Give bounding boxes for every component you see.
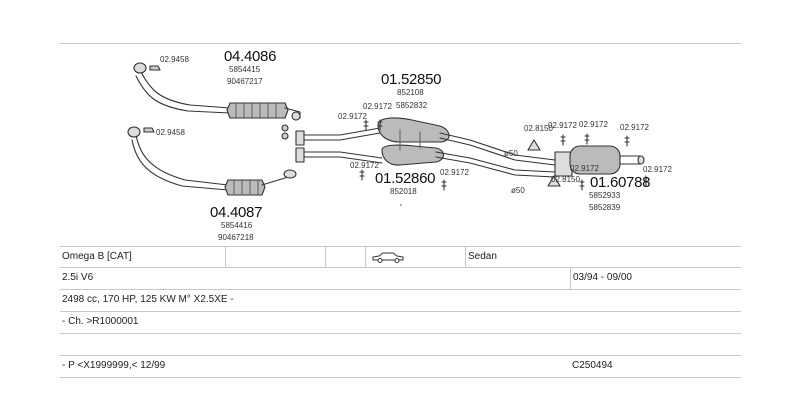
clamp-ref-h: 02.9172 [643, 165, 672, 174]
specs-row: 2498 cc, 170 HP, 125 KW M° X2.5XE - [60, 290, 741, 312]
oem-ref-rear-1: 5852933 [589, 191, 621, 200]
rear-silencer [554, 145, 645, 177]
oem-ref-cat-upper-2: 90467217 [227, 77, 263, 86]
oem-ref-rear-2: 5852839 [589, 203, 621, 212]
catalytic-converter-lower [127, 126, 297, 196]
body-type: Sedan [465, 247, 741, 267]
production-period: 03/94 - 09/00 [570, 268, 741, 289]
oem-ref-middle-2: 5852832 [396, 101, 428, 110]
top-divider [60, 43, 741, 44]
part-number-middle-2: 01.52860 [375, 170, 436, 187]
part-number-middle: 01.52850 [381, 71, 442, 88]
part-number-rear: 01.60788 [590, 174, 651, 191]
pipe-diameter-b: ø50 [511, 186, 525, 195]
oem-ref-cat-lower-2: 90467218 [218, 233, 254, 242]
sedan-car-icon [372, 252, 404, 263]
catalytic-converter-upper [133, 62, 301, 121]
rubber-hangers [527, 139, 561, 187]
pipe-diameter-a: ø50 [504, 149, 518, 158]
hanger-ref-b: 02.8150 [551, 175, 580, 184]
chassis-range: - Ch. >R1000001 [62, 316, 139, 327]
exhaust-diagram: 02.9458 04.4086 5854415 90467217 02.9458… [127, 48, 672, 242]
engine-specs: 2498 cc, 170 HP, 125 KW M° X2.5XE - [62, 294, 234, 305]
clamp-ref-i: 02.9172 [570, 164, 599, 173]
clamp-ref-d: 02.9172 [440, 168, 469, 177]
middle-silencer-lower [295, 129, 556, 178]
chassis-row: - Ch. >R1000001 [60, 312, 741, 334]
oem-ref-cat-lower-1: 5854416 [221, 221, 253, 230]
model-name: Omega B [CAT] [62, 251, 132, 262]
production-range: - P <X1999999,< 12/99 [62, 360, 166, 371]
blank-row [60, 334, 741, 356]
vehicle-info-table: Omega B [CAT] Sedan 2.5i V6 03/94 - 09/0… [60, 246, 741, 378]
oem-ref-cat-upper-1: 5854415 [229, 65, 261, 74]
clamp-ref-b: 02.9172 [338, 112, 367, 121]
clamp-ref-c: 02.9172 [350, 161, 379, 170]
clamp-ref-a: 02.9172 [363, 102, 392, 111]
part-number-cat-lower: 04.4087 [210, 204, 263, 221]
blank-cell-1 [225, 247, 325, 267]
gasket-ref-lower: 02.9458 [156, 128, 185, 137]
production-row: - P <X1999999,< 12/99 C250494 [60, 356, 741, 378]
engine: 2.5i V6 [62, 272, 94, 283]
clamps [143, 65, 649, 191]
clamp-ref-g: 02.9172 [620, 123, 649, 132]
engine-row: 2.5i V6 03/94 - 09/00 [60, 268, 741, 290]
gasket-ref-upper: 02.9458 [160, 55, 189, 64]
part-number-cat-upper: 04.4086 [224, 48, 277, 65]
model-row: Omega B [CAT] Sedan [60, 246, 741, 268]
oem-ref-middle-2b: 852018 [390, 187, 417, 196]
body-icon-cell [365, 247, 465, 267]
clamp-ref-f: 02.9172 [579, 120, 608, 129]
oem-ref-middle-1: 852108 [397, 88, 424, 97]
hanger-ref-a: 02.8150 [524, 124, 553, 133]
blank-cell-2 [325, 247, 365, 267]
clamp-ref-e: 02.9172 [548, 121, 577, 130]
exhaust-drawing [127, 62, 649, 206]
middle-silencer-upper [295, 117, 556, 166]
catalog-code: C250494 [572, 360, 613, 371]
